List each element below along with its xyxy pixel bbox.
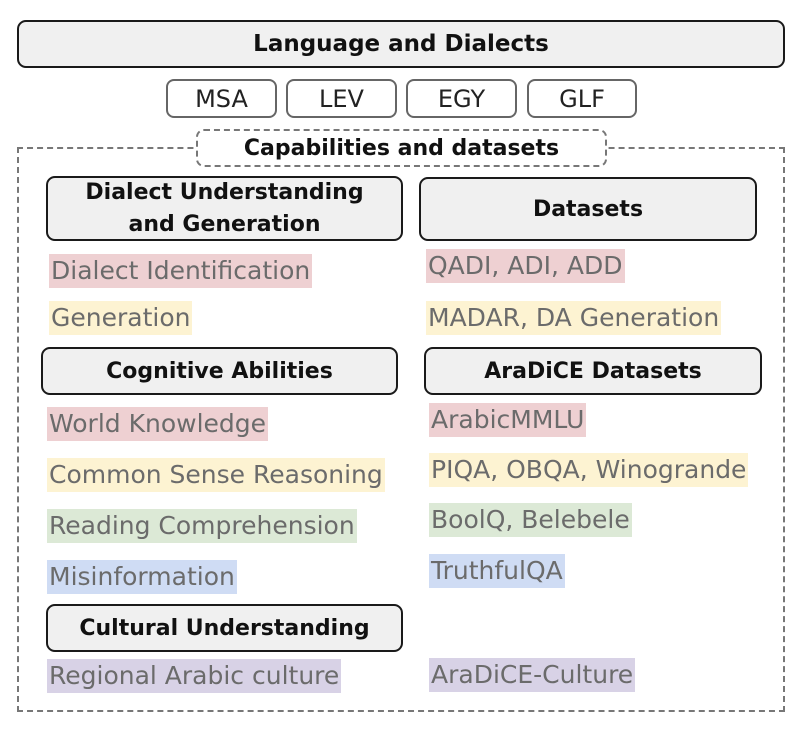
capability-regional-arabic-culture: Regional Arabic culture [47,659,342,693]
datasets-heading: Datasets [419,177,757,241]
dialect-pill-glf: GLF [527,79,637,118]
dialect-heading-line2: and Generation [128,211,321,237]
cultural-understanding-heading: Cultural Understanding [46,604,403,652]
dialect-label: LEV [319,84,364,113]
dialect-understanding-heading: Dialect Understanding and Generation [46,176,403,241]
dialect-pill-msa: MSA [166,79,277,118]
cognitive-abilities-heading: Cognitive Abilities [41,347,398,395]
dialect-heading-line1: Dialect Understanding [85,179,364,205]
aradice-datasets-heading: AraDiCE Datasets [424,347,762,395]
dialect-pill-egy: EGY [406,79,517,118]
capability-generation: Generation [49,301,193,335]
dialect-label: MSA [195,84,248,113]
cognitive-heading-label: Cognitive Abilities [106,358,333,384]
datasets-heading-label: Datasets [532,196,644,222]
capability-reading-comprehension: Reading Comprehension [47,509,357,543]
dialect-label: EGY [437,84,486,113]
dataset-aradice-culture: AraDiCE-Culture [429,658,636,692]
capability-common-sense-reasoning: Common Sense Reasoning [47,458,385,492]
dataset-truthfulqa: TruthfulQA [429,554,565,588]
aradice-heading-label: AraDiCE Datasets [484,358,702,384]
capability-misinformation: Misinformation [47,560,237,594]
dataset-arabicmmlu: ArabicMMLU [429,403,587,437]
dataset-boolq-belebele: BoolQ, Belebele [429,503,632,537]
cultural-heading-label: Cultural Understanding [79,615,370,641]
dataset-madar-da-generation: MADAR, DA Generation [426,301,722,335]
language-dialects-header: Language and Dialects [17,20,785,68]
dataset-piqa-obqa-winogrande: PIQA, OBQA, Winogrande [429,453,749,487]
capability-dialect-identification: Dialect Identification [49,254,313,288]
dataset-qadi-adi-add: QADI, ADI, ADD [426,249,625,283]
capabilities-title: Capabilities and datasets [243,135,560,161]
dialect-label: GLF [559,84,605,113]
language-dialects-title: Language and Dialects [253,31,549,57]
capabilities-title-box: Capabilities and datasets [196,129,607,167]
dialect-pill-lev: LEV [286,79,397,118]
capability-world-knowledge: World Knowledge [47,407,269,441]
